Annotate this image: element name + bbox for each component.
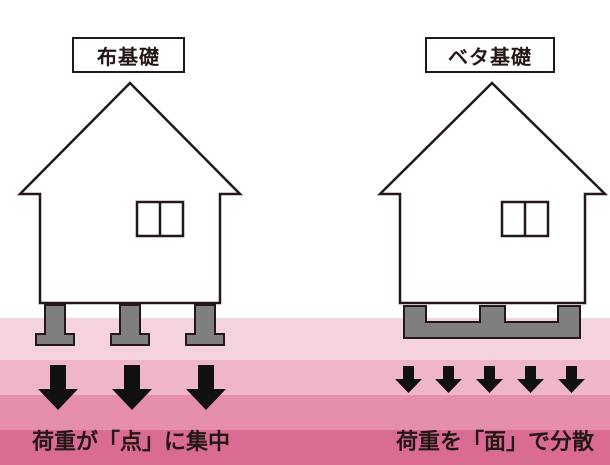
right-arrow-down-icon-3 xyxy=(476,366,503,393)
left-footing-3 xyxy=(185,304,225,346)
right-arrow-down-icon-2 xyxy=(435,366,462,393)
left-footing-2 xyxy=(110,304,150,346)
ground xyxy=(0,318,610,465)
left-house-outline xyxy=(17,81,243,305)
right-mat-foundation xyxy=(403,305,581,339)
left-house xyxy=(17,81,243,305)
left-house-window xyxy=(135,200,185,238)
left-arrow-down-icon-1 xyxy=(38,365,78,410)
right-title: ベタ基礎 xyxy=(425,37,555,73)
left-load-arrows xyxy=(38,365,226,410)
left-arrow-down-icon-2 xyxy=(112,365,152,410)
left-title: 布基礎 xyxy=(72,37,185,73)
left-footings xyxy=(35,304,225,346)
right-arrow-down-icon-4 xyxy=(517,366,544,393)
right-caption: 荷重を「面」で分散 xyxy=(396,430,595,455)
left-arrow-down-icon-3 xyxy=(186,365,226,410)
right-house-window xyxy=(500,200,550,238)
right-load-arrows xyxy=(395,366,585,393)
right-house-outline xyxy=(376,81,609,305)
right-arrow-down-icon-5 xyxy=(558,366,585,393)
right-arrow-down-icon-1 xyxy=(395,366,422,393)
left-footing-1 xyxy=(35,304,75,346)
right-house xyxy=(376,81,609,305)
left-caption: 荷重が「点」に集中 xyxy=(32,430,231,455)
